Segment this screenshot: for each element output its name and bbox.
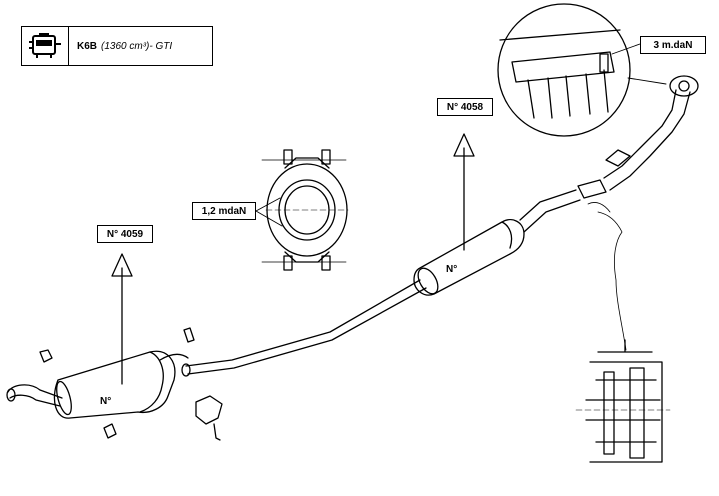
clamp-torque-label: 1,2 mdaN — [192, 202, 256, 220]
engine-code: K6B — [77, 40, 98, 52]
middle-muffler-marker: N° — [446, 264, 458, 275]
part-number-rear: N° 4059 — [97, 225, 153, 243]
engine-header: K6B (1360 cm³)- GTI — [21, 26, 213, 66]
joint-detail — [575, 339, 671, 463]
manifold-detail — [497, 3, 631, 137]
engine-spec: K6B (1360 cm³)- GTI — [69, 27, 172, 65]
part-number-middle: N° 4058 — [437, 98, 493, 116]
hanger-bracket — [195, 395, 223, 441]
middle-muffler — [413, 219, 525, 296]
arrow-rear — [111, 253, 133, 385]
manifold-torque-label: 3 m.daN — [640, 36, 706, 54]
hanger-3 — [183, 327, 195, 343]
rear-muffler-marker: N° — [100, 396, 112, 407]
hanger-1 — [39, 349, 53, 363]
arrow-middle — [453, 133, 475, 251]
engine-displacement: (1360 cm³)- GTI — [101, 40, 173, 52]
engine-icon — [22, 27, 69, 65]
hanger-2 — [103, 423, 117, 439]
front-pipe — [519, 189, 581, 233]
rear-muffler — [53, 350, 176, 419]
clamp-detail — [261, 149, 349, 271]
rear-pipe — [185, 279, 427, 375]
